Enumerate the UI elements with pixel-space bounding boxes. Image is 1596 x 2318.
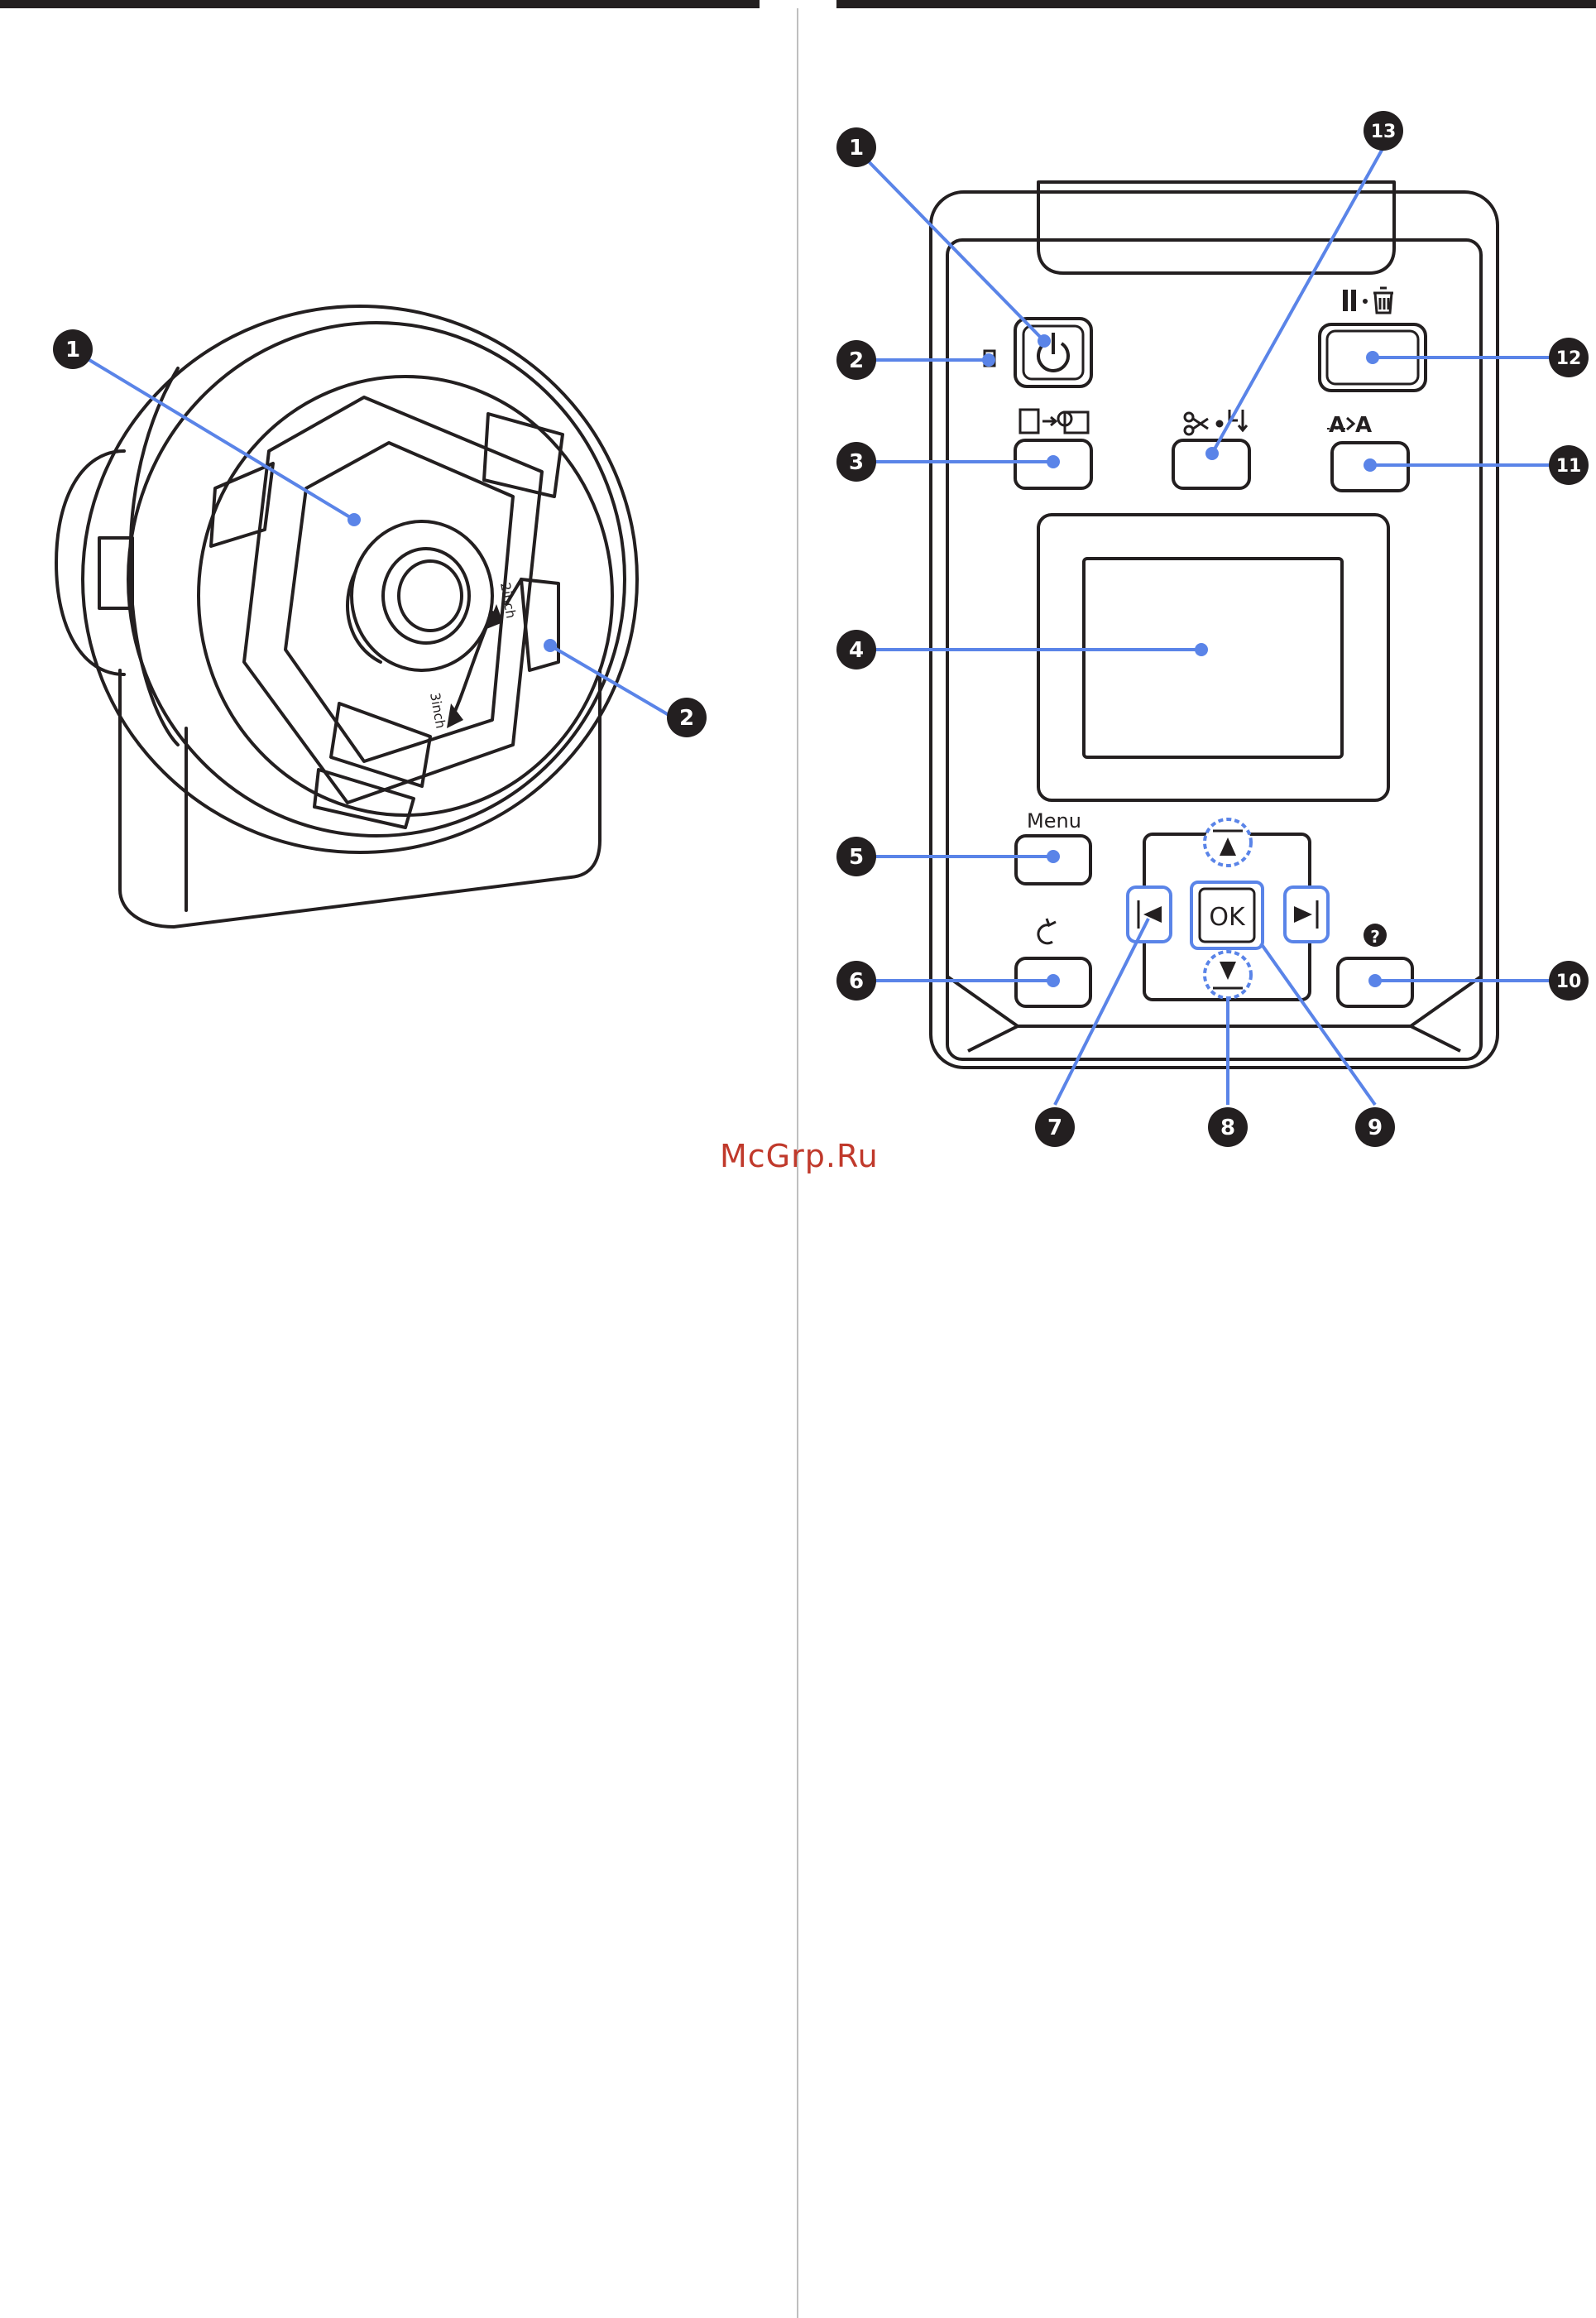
ok-button-label: OK bbox=[1209, 903, 1246, 932]
scissors-cut-icon bbox=[1185, 410, 1247, 434]
callout-6: 6 bbox=[836, 961, 876, 1001]
svg-text:1: 1 bbox=[849, 136, 864, 161]
callout-3: 3 bbox=[836, 442, 876, 482]
svg-text:7: 7 bbox=[1047, 1116, 1062, 1140]
help-icon: ? bbox=[1364, 924, 1387, 947]
svg-text:12: 12 bbox=[1556, 348, 1582, 369]
callout-12: 12 bbox=[1549, 338, 1589, 377]
svg-text:4: 4 bbox=[849, 638, 864, 663]
panel-top-tab bbox=[1038, 182, 1394, 273]
head-maintenance-icon: A A bbox=[1327, 413, 1372, 438]
svg-text:?: ? bbox=[1370, 927, 1380, 947]
svg-text:9: 9 bbox=[1368, 1116, 1383, 1140]
svg-text:A: A bbox=[1329, 413, 1345, 438]
svg-text:2: 2 bbox=[849, 348, 864, 373]
callout-8: 8 bbox=[1208, 1107, 1248, 1147]
watermark: McGrp.Ru bbox=[720, 1138, 879, 1174]
left-button[interactable] bbox=[1128, 887, 1171, 942]
callout-2: 2 bbox=[836, 340, 876, 380]
svg-text:A: A bbox=[1355, 413, 1372, 438]
callout-11: 11 bbox=[1549, 445, 1589, 485]
callout-10: 10 bbox=[1549, 961, 1589, 1001]
up-button[interactable] bbox=[1205, 819, 1251, 866]
leader-line-1 bbox=[855, 147, 1044, 341]
svg-text:13: 13 bbox=[1371, 122, 1397, 142]
paper-source-button[interactable] bbox=[1015, 410, 1091, 488]
svg-text:10: 10 bbox=[1556, 972, 1582, 992]
leader-line-7 bbox=[1055, 919, 1148, 1105]
callout-13: 13 bbox=[1364, 111, 1403, 151]
callout-4: 4 bbox=[836, 630, 876, 669]
callout-7: 7 bbox=[1035, 1107, 1075, 1147]
power-button[interactable] bbox=[1015, 319, 1091, 386]
menu-button-label: Menu bbox=[1027, 809, 1081, 833]
paper-source-icon bbox=[1020, 410, 1088, 433]
right-button[interactable] bbox=[1285, 887, 1328, 942]
head-maintenance-button[interactable]: A A bbox=[1327, 413, 1408, 491]
back-icon bbox=[1038, 919, 1056, 943]
svg-text:11: 11 bbox=[1556, 456, 1582, 477]
lcd-screen[interactable] bbox=[1084, 559, 1342, 757]
svg-text:3: 3 bbox=[849, 450, 864, 475]
svg-text:8: 8 bbox=[1220, 1116, 1235, 1140]
svg-text:5: 5 bbox=[849, 845, 864, 870]
svg-text:6: 6 bbox=[849, 969, 864, 994]
pause-cancel-icon bbox=[1343, 288, 1393, 313]
down-button[interactable] bbox=[1205, 952, 1251, 998]
callout-5: 5 bbox=[836, 837, 876, 876]
callout-1: 1 bbox=[836, 127, 876, 167]
callout-9: 9 bbox=[1355, 1107, 1395, 1147]
pause-cancel-button[interactable] bbox=[1320, 288, 1426, 391]
ok-button[interactable]: OK bbox=[1191, 882, 1263, 948]
